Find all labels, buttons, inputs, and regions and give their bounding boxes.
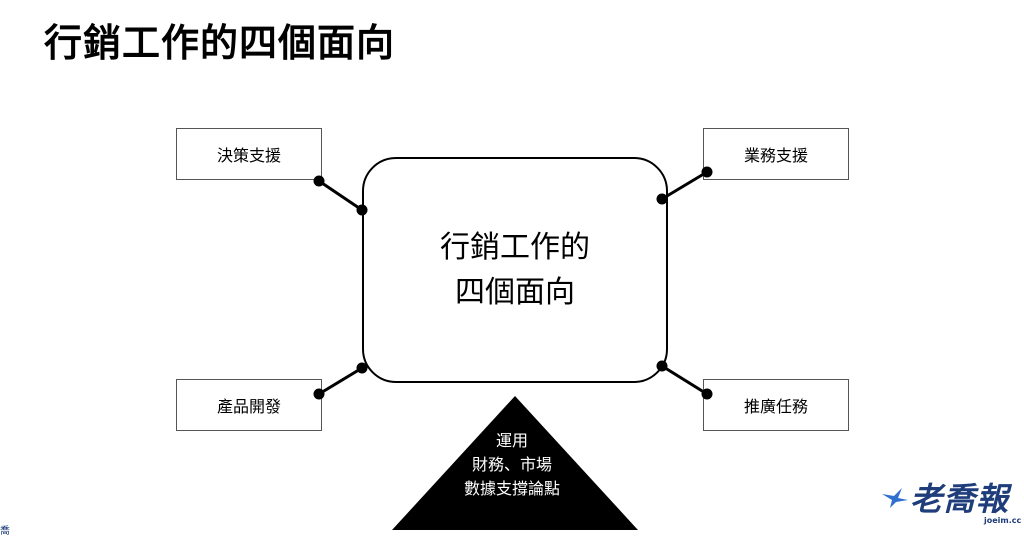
dot-tl-outer [313, 175, 325, 187]
logo-url: joeim.cc [984, 516, 1022, 525]
triangle-line-1: 運用 [495, 431, 528, 450]
center-line-1: 行銷工作的 [440, 230, 590, 265]
box-promotion-tasks: 推廣任務 [703, 379, 849, 431]
dot-tr-inner [656, 193, 668, 205]
dot-br-inner [656, 360, 668, 372]
brand-logo: 老喬報 joeim.cc [880, 474, 1022, 534]
connector-bottom-right [661, 364, 708, 396]
dot-br-outer [701, 388, 713, 400]
triangle-shape [392, 396, 638, 530]
logo-text: 老喬報 [910, 480, 1010, 518]
dot-bl-outer [313, 388, 325, 400]
bird-icon [882, 488, 908, 508]
triangle-line-3: 數據支撐論點 [463, 479, 560, 498]
page-title: 行銷工作的四個面向 [44, 21, 396, 65]
connector-bottom-left [318, 366, 363, 396]
box-decision-support: 決策支援 [176, 128, 322, 180]
connector-top-right [661, 170, 708, 201]
triangle-line-2: 財務、市場 [471, 455, 552, 474]
dot-tr-outer [701, 166, 713, 178]
dot-tl-inner [356, 204, 368, 216]
corner-logo-mark: 喬 [0, 526, 10, 537]
connector-top-left [318, 179, 363, 212]
center-line-2: 四個面向 [455, 275, 575, 310]
box-product-development: 產品開發 [176, 379, 322, 431]
box-sales-support: 業務支援 [703, 128, 849, 180]
dot-bl-inner [356, 362, 368, 374]
center-box: 行銷工作的 四個面向 [362, 157, 668, 383]
